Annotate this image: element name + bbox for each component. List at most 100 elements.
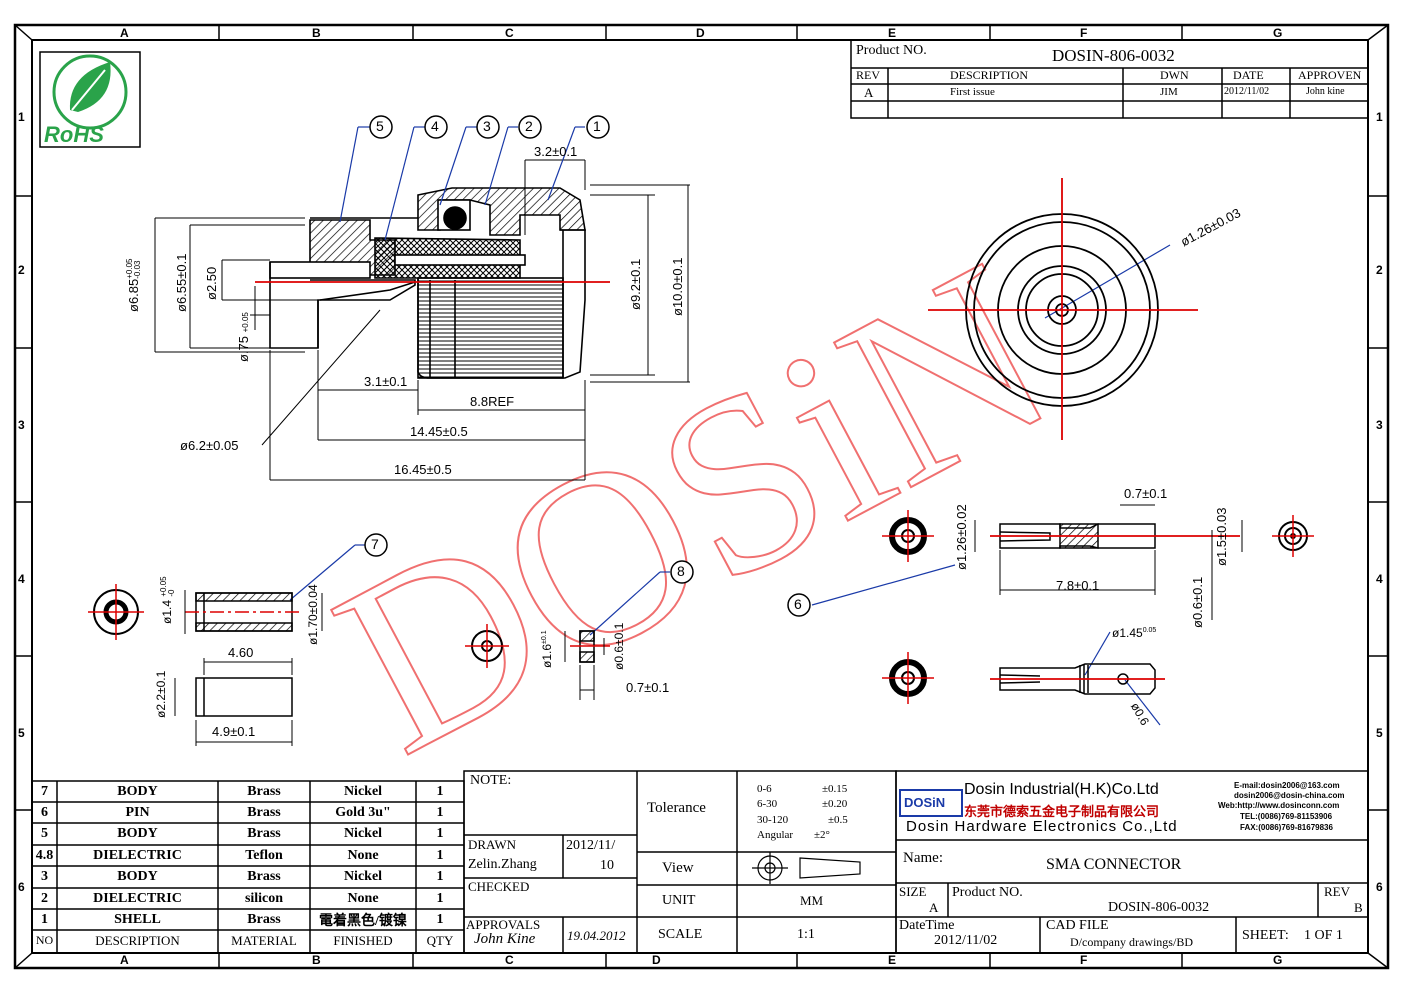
- part7-end-view: [88, 584, 144, 640]
- rev-label-bottom: REV: [1324, 884, 1350, 899]
- contact-email: E-mail:dosin2006@163.com: [1234, 781, 1340, 790]
- note-label: NOTE:: [470, 773, 512, 788]
- rev-header: REV: [856, 68, 880, 82]
- outer-border: [13, 23, 1390, 970]
- description-header: DESCRIPTION: [950, 68, 1029, 82]
- balloons: [364, 115, 811, 617]
- tolerance-range-2: 6-30: [757, 798, 778, 810]
- bom-material: Brass: [247, 911, 281, 927]
- size-value: A: [929, 900, 939, 915]
- bom-finished: Gold 3u": [335, 804, 391, 820]
- pin-side-end-view: [882, 652, 934, 704]
- zone-row-5-right: 5: [1376, 726, 1383, 740]
- zone-col-G-bottom: G: [1273, 953, 1283, 967]
- bom-row-2: 2 DIELECTRIC silicon None 1: [32, 888, 464, 909]
- dim-16.45: 16.45±0.5: [394, 462, 452, 477]
- bom-no: 2: [41, 890, 48, 906]
- company-logo-box: [899, 789, 963, 817]
- bom-no: 6: [41, 804, 48, 820]
- dim-.75-value: ø.75: [236, 335, 251, 362]
- sheet-value: 1 OF 1: [1304, 928, 1343, 943]
- zone-row-4-right: 4: [1376, 572, 1383, 586]
- dim-14.45: 14.45±0.5: [410, 424, 468, 439]
- dim-p7-1.4-tol-dn: -0: [167, 589, 176, 597]
- dim-p7-4.9: 4.9±0.1: [212, 724, 256, 739]
- product-no-value-top: DOSIN-806-0032: [1052, 46, 1175, 65]
- rohs-logo: [39, 51, 141, 148]
- dim-10.0: ø10.0±0.1: [670, 257, 685, 316]
- main-dim-lines: [154, 159, 690, 481]
- dim-p8-0.7: 0.7±0.1: [626, 680, 670, 695]
- bom-material: Teflon: [245, 847, 283, 863]
- bom-row-3: 3 BODY Brass Nickel 1: [32, 866, 464, 887]
- unit-label: UNIT: [662, 893, 696, 908]
- zone-col-C-top: C: [505, 26, 514, 40]
- zone-ticks: [15, 25, 1388, 968]
- bom-finished: None: [347, 847, 379, 863]
- cad-file-label: CAD FILE: [1046, 918, 1109, 933]
- dim-9.2: ø9.2±0.1: [628, 258, 643, 310]
- bom-qty: 1: [436, 890, 444, 906]
- balloon-4: [424, 115, 448, 139]
- bom-header-finished: FINISHED: [333, 932, 393, 948]
- dim-pin-1.45-value: ø1.45: [1112, 626, 1143, 640]
- drawn-name: Zelin.Zhang: [468, 857, 537, 872]
- tolerance-value-4: ±2°: [814, 829, 830, 841]
- zone-col-D-top: D: [696, 26, 705, 40]
- bom-desc: DIELECTRIC: [93, 890, 182, 906]
- bom-header-qty: QTY: [426, 932, 454, 948]
- rev-value-bottom: B: [1354, 900, 1363, 915]
- bom-desc: BODY: [117, 783, 158, 799]
- zone-row-1-right: 1: [1376, 110, 1383, 124]
- bom-desc: PIN: [125, 804, 150, 820]
- scale-label: SCALE: [658, 927, 703, 942]
- tolerance-value-3: ±0.5: [828, 814, 848, 826]
- bom-header-desc: DESCRIPTION: [95, 932, 180, 948]
- bom-qty: 1: [436, 868, 444, 884]
- dim-p8-1.6-value: ø1.6: [540, 643, 554, 668]
- dim-pin-0.6: ø0.6±0.1: [1190, 576, 1205, 628]
- bom-desc: BODY: [117, 868, 158, 884]
- corner-marks: [14, 24, 1389, 969]
- tolerance-value-2: ±0.20: [822, 798, 848, 810]
- drawn-date-1: 2012/11/: [566, 838, 616, 853]
- dim-p8-1.6-tol: ±0.1: [541, 630, 548, 644]
- bom-desc: DIELECTRIC: [93, 847, 182, 863]
- bom-row-1: 1 SHELL Brass 電着黑色/镀镍 1: [32, 909, 464, 930]
- dim-p7-2.2: ø2.2±0.1: [154, 670, 168, 718]
- pin-end-view-left: [882, 510, 934, 562]
- dim-pin-0.7: 0.7±0.1: [1124, 486, 1168, 501]
- size-label: SIZE: [899, 884, 927, 899]
- front-view-centerlines: [928, 178, 1198, 440]
- company-name-en2: Dosin Hardware Electronics Co.,Ltd: [906, 818, 1178, 835]
- zone-col-A-top: A: [120, 26, 129, 40]
- dim-6.85-value: ø6.85: [126, 278, 141, 312]
- zone-col-F-bottom: F: [1080, 953, 1088, 967]
- dim-6.85-tol-dn: -0.03: [133, 260, 142, 279]
- zone-col-E-bottom: E: [888, 953, 897, 967]
- bom-material: Brass: [247, 804, 281, 820]
- view-label: View: [662, 860, 694, 876]
- zone-row-5-left: 5: [18, 726, 25, 740]
- balloon-7-label: 7: [371, 536, 379, 552]
- name-value: SMA CONNECTOR: [1046, 856, 1182, 873]
- zone-row-1-left: 1: [18, 110, 25, 124]
- bom-desc: BODY: [117, 825, 158, 841]
- dim-.75-tol: +0.05: [241, 312, 250, 333]
- dim-p7-1.70: ø1.70±0.04: [306, 584, 320, 645]
- part7-dim-lines: [174, 590, 323, 746]
- rev-value: A: [864, 85, 874, 100]
- bom-row-7: 7 BODY Brass Nickel 1: [32, 781, 464, 802]
- projection-view-icon: [752, 852, 861, 884]
- name-label: Name:: [903, 850, 943, 866]
- cad-file-value: D/company drawings/BD: [1070, 935, 1193, 949]
- drawn-label: DRAWN: [468, 837, 517, 852]
- balloon-1-label: 1: [593, 118, 601, 134]
- zone-row-3-right: 3: [1376, 418, 1383, 432]
- bom-header-material: MATERIAL: [231, 932, 297, 948]
- bom-header-no: NO: [35, 933, 54, 947]
- dwn-value: JIM: [1160, 86, 1178, 98]
- bom-no: 5: [41, 825, 48, 841]
